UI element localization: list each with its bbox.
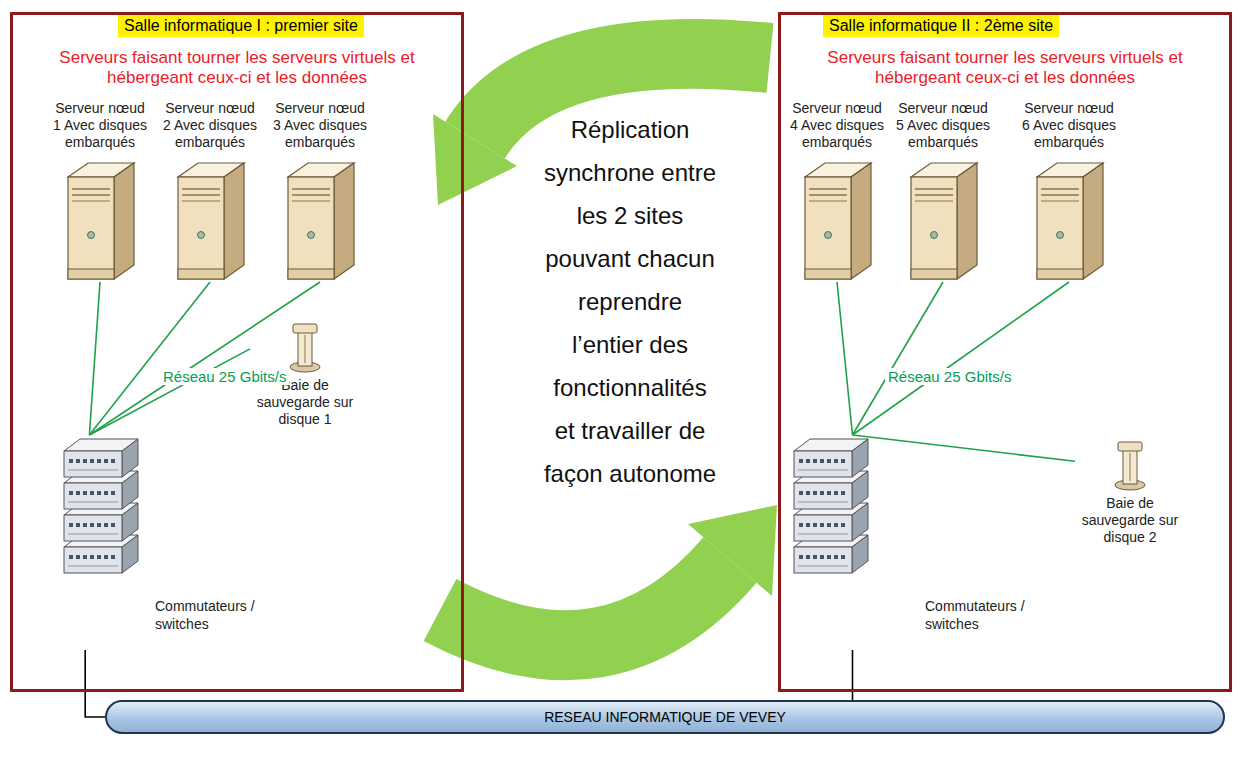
server-label: Serveur nœud 4 Avec disques embarqués <box>787 100 887 151</box>
switch-stack-icon <box>60 435 142 585</box>
replication-arrowhead-lower <box>688 505 777 596</box>
network-cable <box>853 282 1070 435</box>
network-cable <box>89 282 210 435</box>
server-node: Serveur nœud 4 Avec disques embarqués <box>787 100 887 282</box>
switch-stack-icon <box>790 435 872 585</box>
network-speed-label: Réseau 25 Gbits/s <box>885 368 1014 385</box>
network-cable <box>853 435 1076 461</box>
server-icon <box>280 157 360 282</box>
server-label: Serveur nœud 2 Avec disques embarqués <box>160 100 260 151</box>
server-label: Serveur nœud 3 Avec disques embarqués <box>270 100 370 151</box>
network-cable <box>89 282 100 435</box>
server-icon <box>797 157 877 282</box>
site-title: Salle informatique II : 2ème site <box>823 15 1059 37</box>
backup-array-icon <box>1110 439 1150 491</box>
network-cable <box>837 282 853 435</box>
server-node: Serveur nœud 1 Avec disques embarqués <box>50 100 150 282</box>
site-node: Salle informatique II : 2ème siteServeur… <box>778 12 1232 692</box>
replication-note: Réplication synchrone entre les 2 sites … <box>541 108 719 495</box>
band-node: RESEAU INFORMATIQUE DE VEVEY <box>105 700 1225 734</box>
server-label: Serveur nœud 1 Avec disques embarqués <box>50 100 150 151</box>
server-label: Serveur nœud 5 Avec disques embarqués <box>893 100 993 151</box>
backup-array-icon <box>285 321 325 373</box>
switch-node: Commutateurs / switches <box>790 435 1040 650</box>
server-node: Serveur nœud 2 Avec disques embarqués <box>160 100 260 282</box>
server-icon <box>60 157 140 282</box>
baie-node: Baie de sauvegarde sur disque 2 <box>1075 433 1185 546</box>
switch-node: Commutateurs / switches <box>60 435 270 650</box>
server-node: Serveur nœud 3 Avec disques embarqués <box>270 100 370 282</box>
site-node: Salle informatique I : premier siteServe… <box>10 12 464 692</box>
switch-label: Commutateurs / switches <box>155 597 265 633</box>
replication-arrowhead-upper <box>433 114 517 205</box>
network-cable <box>853 282 944 435</box>
switch-label: Commutateurs / switches <box>925 597 1035 633</box>
site-subtitle: Serveurs faisant tourner les serveurs vi… <box>800 48 1210 88</box>
server-node: Serveur nœud 5 Avec disques embarqués <box>893 100 993 282</box>
server-node: Serveur nœud 6 Avec disques embarqués <box>1019 100 1119 282</box>
network-link <box>852 650 854 700</box>
network-cable <box>89 349 250 435</box>
replication-arrow-lower <box>440 560 730 645</box>
network-speed-label: Réseau 25 Gbits/s <box>160 368 289 385</box>
network-band-label: RESEAU INFORMATIQUE DE VEVEY <box>544 709 786 725</box>
server-icon <box>170 157 250 282</box>
site-subtitle: Serveurs faisant tourner les serveurs vi… <box>32 48 442 88</box>
server-icon <box>1029 157 1109 282</box>
server-icon <box>903 157 983 282</box>
backup-array-label: Baie de sauvegarde sur disque 2 <box>1075 495 1185 546</box>
site-title: Salle informatique I : premier site <box>118 15 364 37</box>
server-label: Serveur nœud 6 Avec disques embarqués <box>1019 100 1119 151</box>
network-link <box>85 650 105 717</box>
